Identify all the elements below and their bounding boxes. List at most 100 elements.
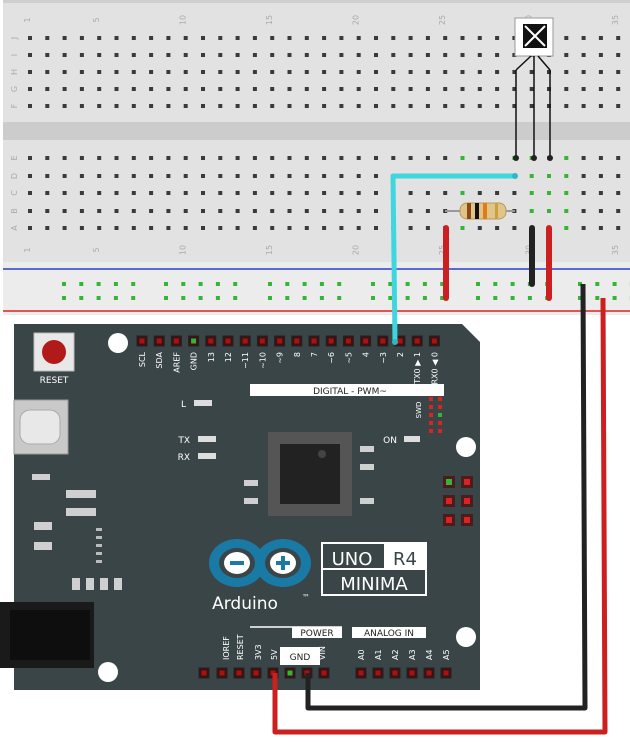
column-number: 5: [92, 247, 101, 252]
hole: [461, 53, 465, 57]
hole: [253, 226, 257, 230]
hole: [512, 191, 516, 195]
rail-hole: [511, 296, 515, 300]
rail-hole: [613, 282, 617, 286]
digital-pin-label: GND: [190, 352, 199, 370]
rail-hole: [233, 296, 237, 300]
hole: [166, 226, 170, 230]
hole: [253, 104, 257, 108]
hole: [322, 70, 326, 74]
hole: [201, 70, 205, 74]
hole: [218, 104, 222, 108]
rail-hole: [114, 296, 118, 300]
hole: [132, 226, 136, 230]
digital-pin-label: 4: [362, 352, 371, 357]
hole: [166, 191, 170, 195]
rail-hole: [320, 282, 324, 286]
hole: [409, 70, 413, 74]
hole: [288, 156, 292, 160]
hole: [599, 104, 603, 108]
hole: [218, 209, 222, 213]
hole: [201, 209, 205, 213]
hole: [149, 104, 153, 108]
swd-pad: [429, 405, 433, 409]
hole: [288, 70, 292, 74]
swd-label: SWD: [415, 402, 423, 419]
hole: [426, 156, 430, 160]
hole: [305, 226, 309, 230]
hole: [339, 70, 343, 74]
hole: [253, 70, 257, 74]
hole: [149, 36, 153, 40]
hole: [339, 209, 343, 213]
hole: [236, 209, 240, 213]
hole: [132, 209, 136, 213]
hole: [599, 53, 603, 57]
hole: [339, 191, 343, 195]
hole: [166, 104, 170, 108]
header-pin-core: [322, 671, 327, 676]
led-tx-label: TX: [177, 436, 190, 446]
hole: [409, 191, 413, 195]
model-uno: UNO: [332, 549, 373, 570]
hole: [564, 87, 568, 91]
smd-part: [360, 464, 374, 470]
hole: [166, 36, 170, 40]
hole: [564, 209, 568, 213]
hole: [443, 156, 447, 160]
rail-hole: [114, 282, 118, 286]
hole: [270, 156, 274, 160]
hole: [391, 156, 395, 160]
hole: [305, 191, 309, 195]
header-pin-core: [415, 339, 420, 344]
smd-part: [360, 446, 374, 452]
hole: [599, 174, 603, 178]
digital-pin-label: SDA: [155, 351, 164, 368]
rail-hole: [164, 282, 168, 286]
hole: [80, 87, 84, 91]
hole: [149, 191, 153, 195]
hole: [80, 104, 84, 108]
hole: [80, 156, 84, 160]
digital-banner: DIGITAL - PWM~: [313, 387, 387, 397]
header-pin-core: [174, 339, 179, 344]
hole: [426, 191, 430, 195]
rail-hole: [388, 296, 392, 300]
hole: [495, 36, 499, 40]
row-label: G: [10, 86, 19, 92]
hole: [201, 156, 205, 160]
hole: [80, 191, 84, 195]
analog-pin-label: A3: [408, 649, 417, 660]
hole: [426, 226, 430, 230]
hole: [409, 87, 413, 91]
rail-hole: [476, 296, 480, 300]
hole: [582, 174, 586, 178]
header-pin-core: [220, 671, 225, 676]
hole: [149, 53, 153, 57]
smd-part: [96, 528, 102, 531]
rail-hole: [528, 296, 532, 300]
column-number: 20: [352, 15, 361, 25]
hole: [149, 226, 153, 230]
rail-hole: [79, 282, 83, 286]
hole: [461, 36, 465, 40]
rail-hole: [595, 282, 599, 286]
header-pin-core: [410, 671, 415, 676]
column-number: 35: [611, 245, 620, 255]
power-pin-label: 3V3: [254, 644, 263, 660]
hole: [218, 87, 222, 91]
hole: [495, 70, 499, 74]
hole: [599, 70, 603, 74]
column-number: 10: [179, 245, 188, 255]
hole: [495, 191, 499, 195]
column-number: 1: [23, 247, 32, 252]
hole: [374, 36, 378, 40]
rail-hole: [268, 296, 272, 300]
hole: [184, 191, 188, 195]
hole: [582, 156, 586, 160]
hole: [115, 174, 119, 178]
header-pin-core: [226, 339, 231, 344]
swd-pad: [429, 429, 433, 433]
header-pin-core: [157, 339, 162, 344]
reset-button[interactable]: [34, 333, 74, 371]
